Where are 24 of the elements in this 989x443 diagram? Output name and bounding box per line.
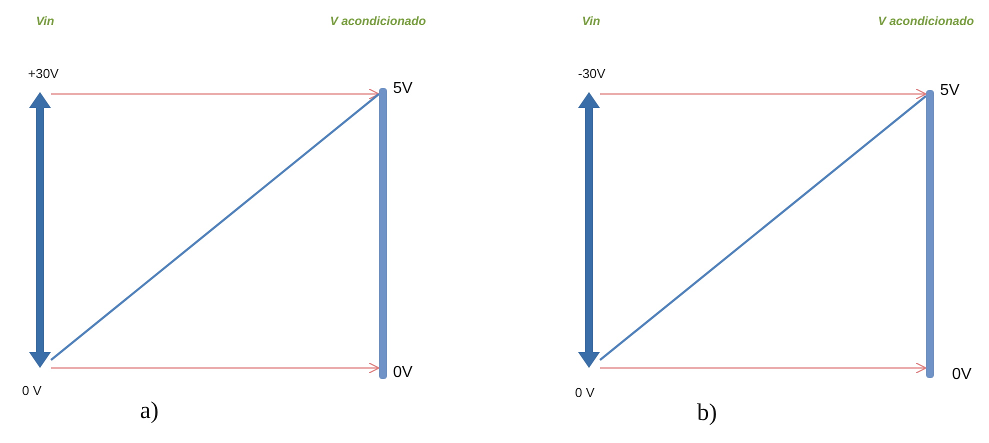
voltage-label: +30V — [28, 66, 59, 81]
line — [50, 93, 380, 361]
panel-caption: a) — [140, 398, 159, 425]
voltage-label: 0 V — [575, 385, 595, 400]
voltage-label: -30V — [578, 66, 606, 81]
arrow — [51, 88, 380, 100]
line — [599, 95, 927, 361]
arrow — [600, 362, 927, 374]
output-heading: V acondicionado — [878, 14, 974, 28]
input-heading: Vin — [582, 14, 600, 28]
arrow — [600, 88, 927, 100]
double-arrow — [578, 92, 600, 368]
vertical-bar — [926, 90, 934, 378]
double-arrow — [29, 92, 51, 368]
output-heading: V acondicionado — [330, 14, 426, 28]
voltage-label: 0 V — [22, 383, 42, 398]
voltage-label: 0V — [952, 366, 972, 384]
voltage-label: 5V — [940, 82, 960, 100]
arrow — [51, 362, 380, 374]
vertical-bar — [379, 88, 387, 379]
voltage-label: 5V — [393, 80, 413, 98]
input-heading: Vin — [36, 14, 54, 28]
panel-caption: b) — [697, 400, 717, 427]
voltage-label: 0V — [393, 364, 413, 382]
